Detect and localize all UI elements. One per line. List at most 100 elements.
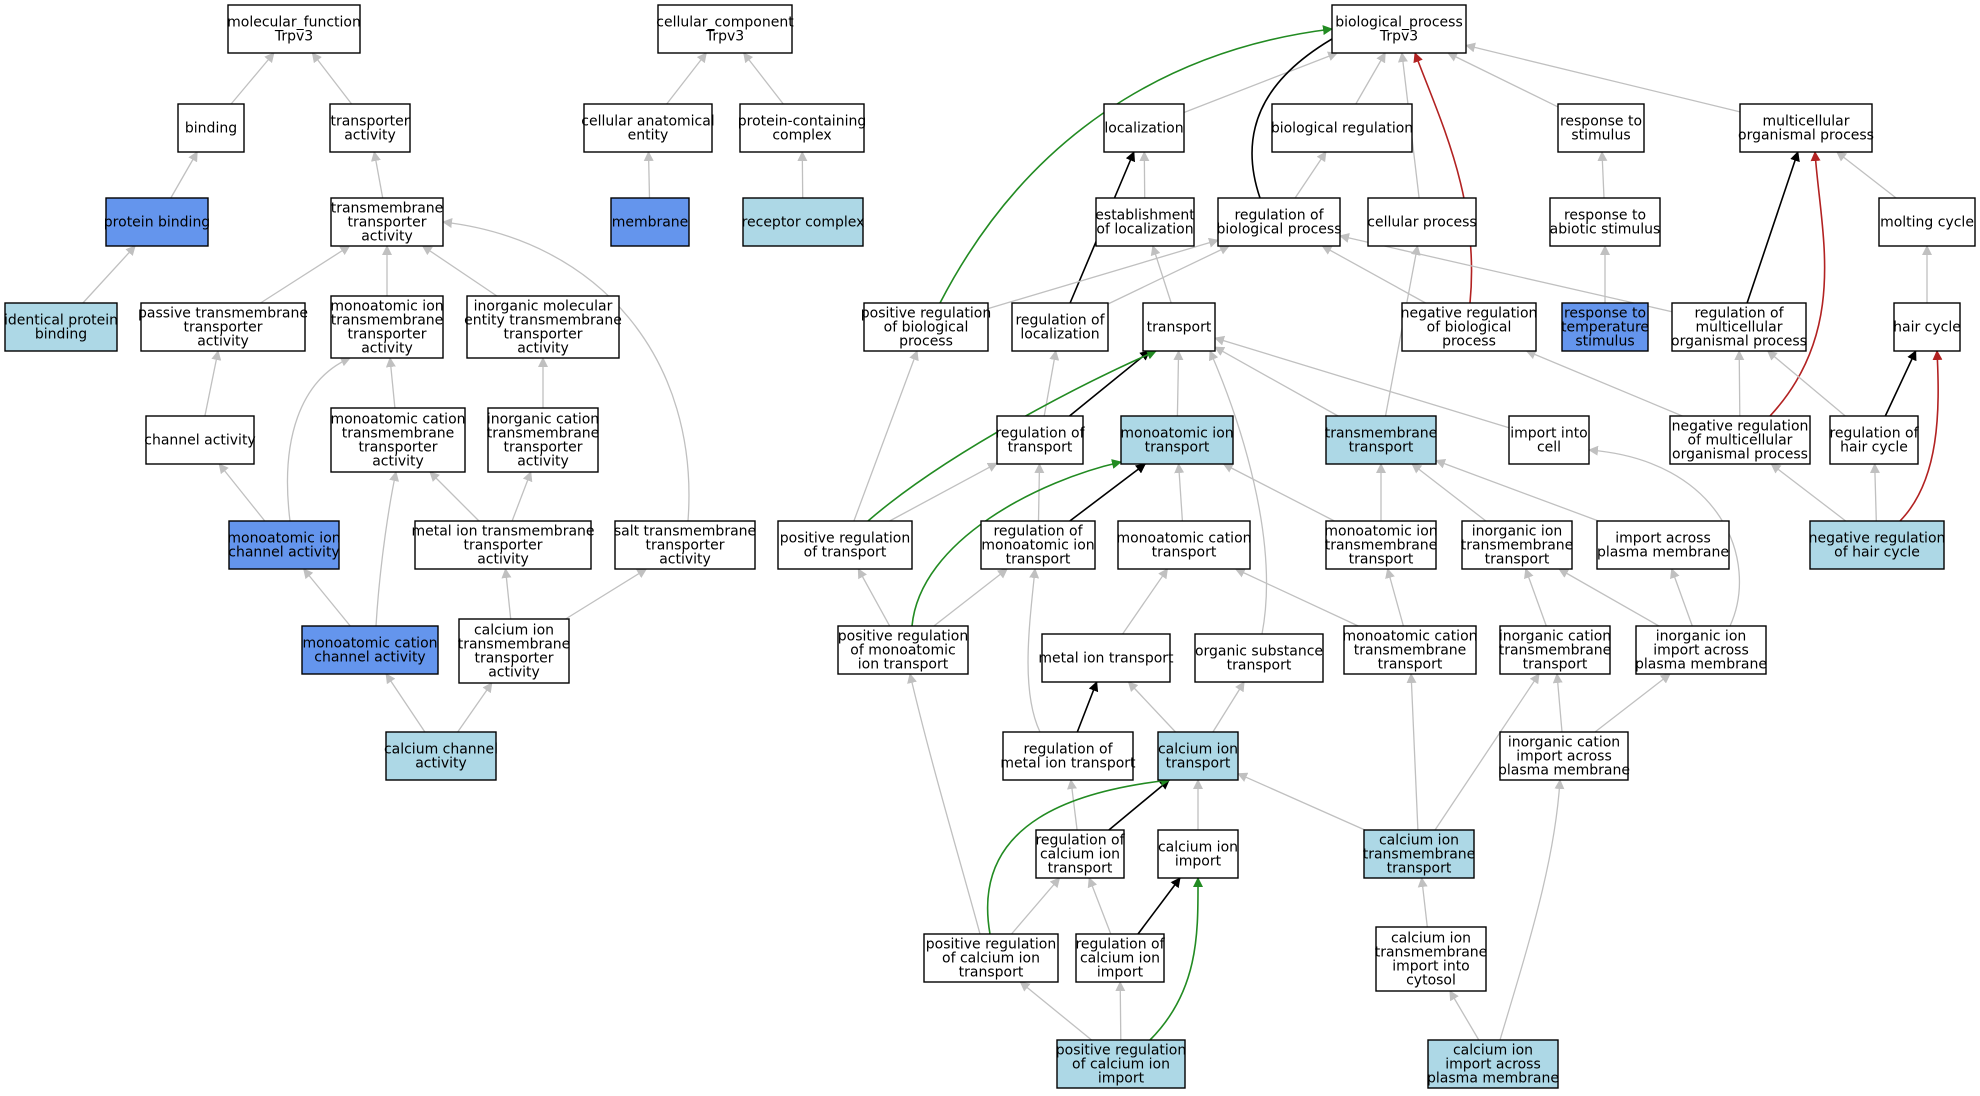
term-node-binding[interactable]: binding: [177, 103, 245, 153]
term-box: [140, 302, 306, 352]
term-node-localization[interactable]: localization: [1103, 103, 1185, 153]
term-node-monoatomic-cation-transmembrane-transporter-activity[interactable]: monoatomic cationtransmembranetransporte…: [330, 407, 466, 473]
term-label-line: cell: [1537, 440, 1561, 456]
term-node-protein-binding[interactable]: protein binding: [104, 197, 210, 247]
term-node-receptor-complex[interactable]: receptor complex: [742, 197, 865, 247]
edge-is-a-pos-reg-transport-to-regulation-transport: [889, 462, 998, 522]
term-label-line: transporter: [358, 440, 437, 456]
term-node-inorganic-cation-transmembrane-transporter-activity[interactable]: inorganic cationtransmembranetransporter…: [487, 407, 600, 473]
edge-is-a-biological-regulation-to-bp: [1355, 52, 1386, 105]
term-label-line: channel activity: [228, 545, 339, 561]
term-node-monoatomic-ion-transmembrane-transporter-activity[interactable]: monoatomic iontransmembranetransporterac…: [330, 295, 444, 359]
term-label-line: inorganic molecular: [474, 299, 613, 315]
term-node-biological-regulation[interactable]: biological regulation: [1271, 103, 1413, 153]
term-box: [487, 407, 599, 473]
term-label-line: transport: [1349, 552, 1414, 568]
term-label-line: of monoatomic: [850, 643, 955, 659]
term-box: [1508, 415, 1590, 465]
term-box: [1557, 103, 1645, 153]
edge-is-a-pos-reg-transport-to-pos-reg-bp: [853, 350, 919, 522]
term-box: [837, 625, 969, 675]
term-node-channel-activity[interactable]: channel activity: [144, 415, 256, 465]
term-label-line: transport: [1349, 440, 1414, 456]
term-node-transport[interactable]: transport: [1142, 302, 1216, 352]
term-node-molting-cycle[interactable]: molting cycle: [1878, 197, 1976, 247]
edge-is-a-pos-reg-calcium-ion-transport-to-pos-reg-monoatomic-ion-transport: [907, 673, 981, 935]
term-node-calcium-ion-transmembrane-transporter-activity[interactable]: calcium iontransmembranetransporteractiv…: [458, 618, 571, 684]
term-label-line: hair cycle: [1893, 320, 1961, 336]
term-node-metal-ion-transport[interactable]: metal ion transport: [1038, 633, 1174, 683]
edge-is-a-calcium-ion-tm-transport-to-calcium-ion-transport: [1237, 772, 1366, 831]
term-node-cellular-process[interactable]: cellular process: [1367, 197, 1477, 247]
term-label-line: transmembrane: [1354, 643, 1467, 659]
term-node-metal-ion-transmembrane-transporter-activity[interactable]: metal ion transmembranetransporteractivi…: [411, 520, 595, 570]
term-box: [1809, 520, 1945, 570]
term-node-membrane[interactable]: membrane: [610, 197, 690, 247]
term-label-line: activity: [415, 756, 467, 772]
term-box: [1367, 197, 1477, 247]
term-label-line: Trpv3: [1379, 29, 1418, 45]
term-label-line: protein binding: [104, 215, 210, 231]
edge-is-a-organic-substance-transport-to-transport: [1209, 350, 1268, 635]
term-label-line: inorganic ion: [1472, 524, 1563, 540]
edge-is-a-protein-containing-to-cc: [743, 52, 784, 105]
term-node-hair-cycle[interactable]: hair cycle: [1893, 302, 1961, 352]
edge-is-a-calcium-ion-tm-transport-to-inorganic-cation-tm-transport: [1434, 673, 1540, 831]
term-label-line: regulation of: [995, 426, 1085, 442]
term-label-line: activity: [517, 454, 569, 470]
